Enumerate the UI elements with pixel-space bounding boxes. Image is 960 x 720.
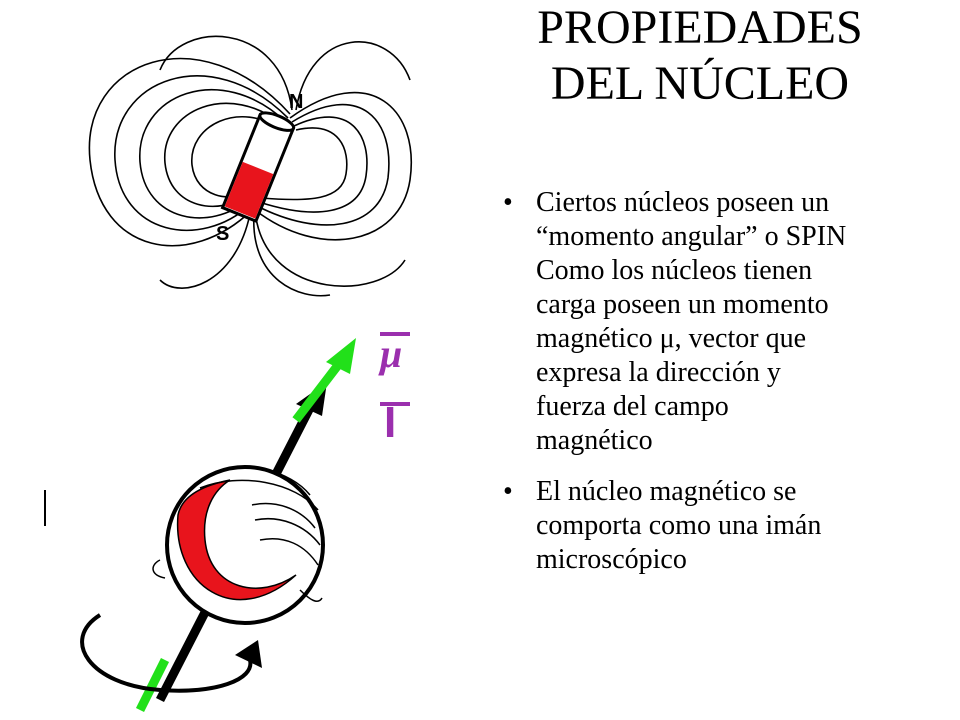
bullet-1-line-2: “momento angular” o SPIN <box>536 221 847 252</box>
bullet-dot-icon: • <box>503 476 513 507</box>
bullet-2-line-2: comporta como una imán <box>536 510 822 541</box>
edge-mark <box>44 490 46 526</box>
south-pole-label: S <box>216 223 229 245</box>
bar-magnet <box>220 111 296 224</box>
bullet-1-line-3: Como los núcleos tienen <box>536 255 813 286</box>
bullet-1-line-5: magnético μ, vector que <box>536 323 807 354</box>
mu-vector-label: μ <box>380 331 403 376</box>
title-line-1: PROPIEDADES <box>537 1 863 54</box>
bullet-1-line-6: expresa la dirección y <box>536 357 781 388</box>
north-pole-label: N <box>289 91 303 113</box>
bullet-1-line-7: fuerza del campo <box>536 391 729 422</box>
bullet-list: • Ciertos núcleos poseen un “momento ang… <box>497 186 952 594</box>
spin-vector-arrow-icon <box>380 402 410 406</box>
magnetic-field-lines <box>88 35 412 297</box>
magnetic-moment-arrow-icon <box>326 338 356 374</box>
bullet-item-2: • El núcleo magnético se comporta como u… <box>497 475 952 577</box>
rotation-arrow-icon <box>235 640 262 668</box>
bullet-1-line-4: carga poseen un momento <box>536 289 829 320</box>
bullet-1-line-1: Ciertos núcleos poseen un <box>536 187 830 218</box>
mu-vector-arrow-icon <box>380 332 410 336</box>
bullet-item-1: • Ciertos núcleos poseen un “momento ang… <box>497 186 952 458</box>
bullet-dot-icon: • <box>503 187 513 218</box>
spinning-nucleus-illustration <box>80 338 356 713</box>
bullet-2-line-3: microscópico <box>536 544 687 575</box>
bullet-1-line-8: magnético <box>536 425 653 456</box>
bullet-2-line-1: El núcleo magnético se <box>536 476 797 507</box>
spin-vector-label: I <box>384 398 397 447</box>
slide-title: PROPIEDADES DEL NÚCLEO <box>470 0 930 112</box>
title-line-2: DEL NÚCLEO <box>550 57 850 110</box>
